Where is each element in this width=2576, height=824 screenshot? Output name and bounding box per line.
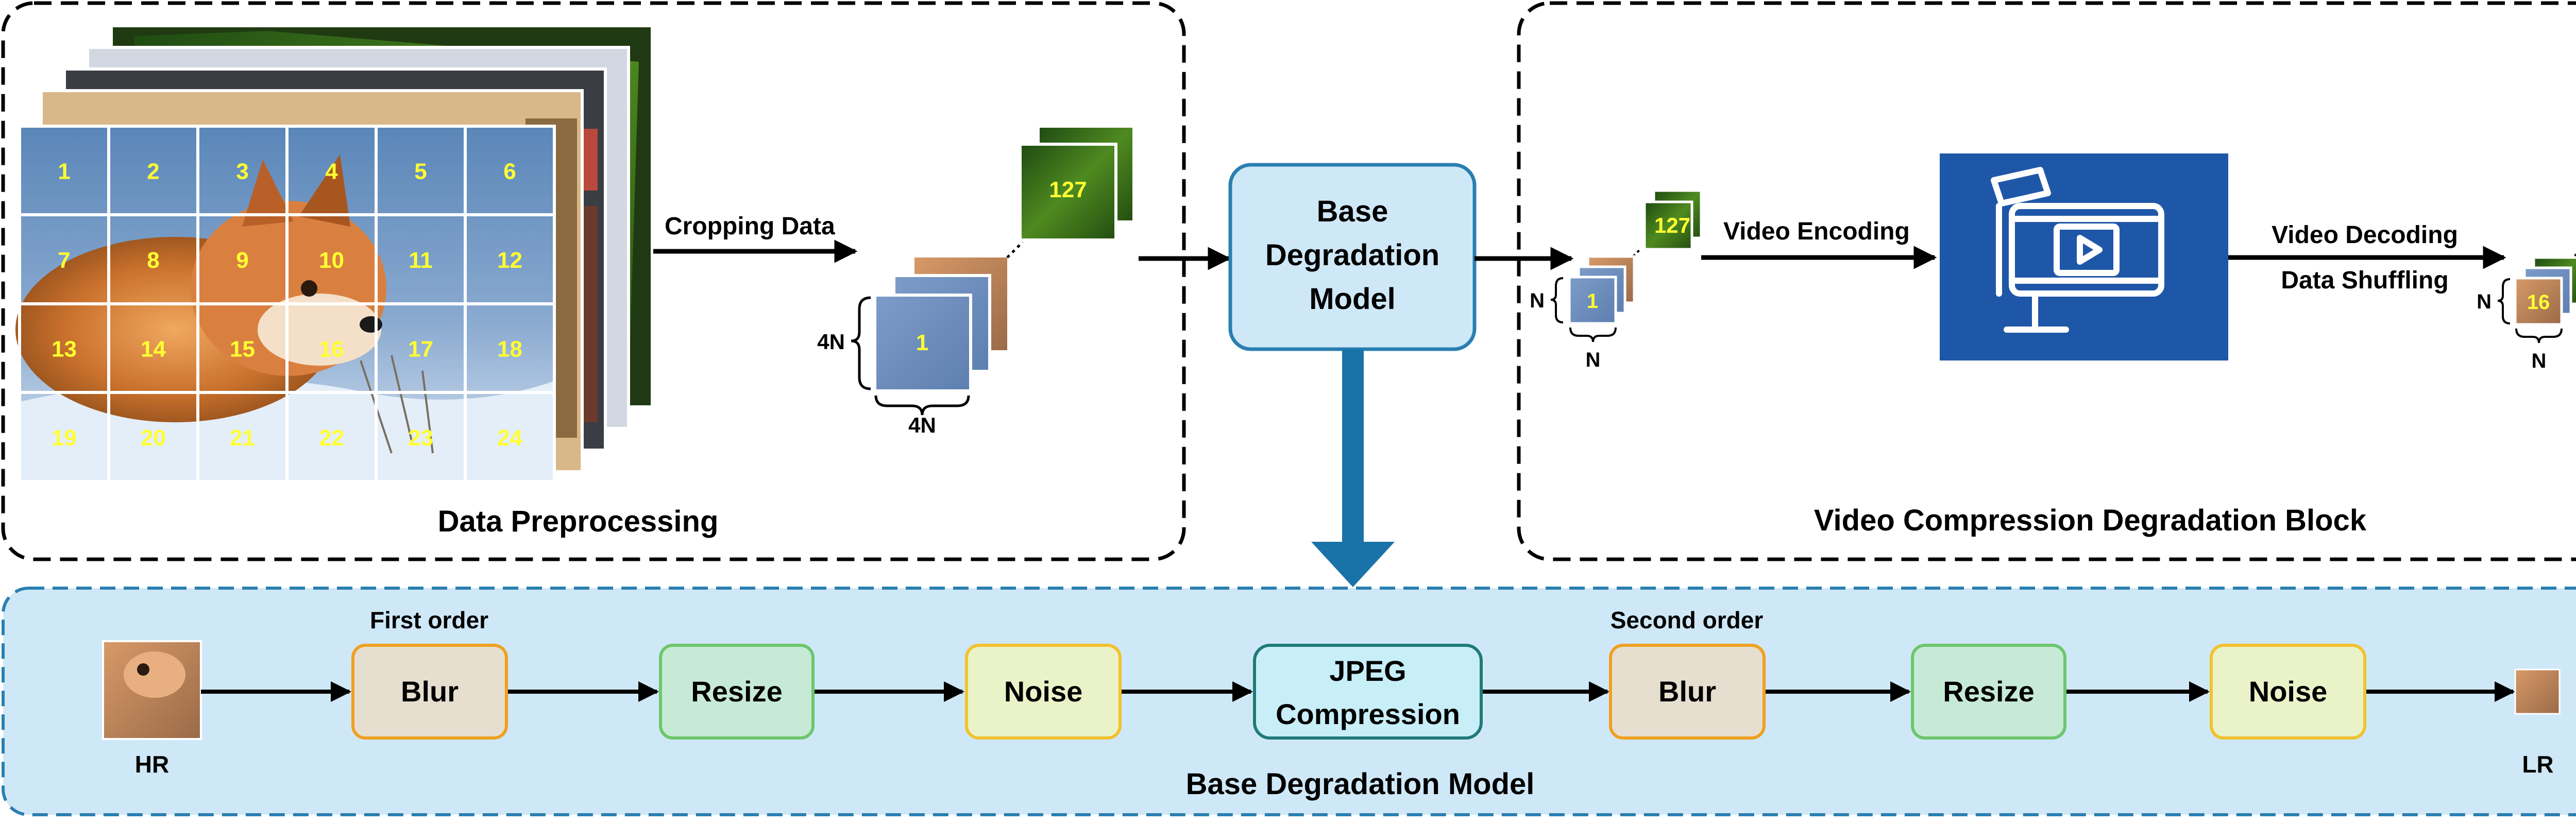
dim-4n-height: 4N	[817, 330, 845, 354]
video-block-title: Video Compression Degradation Block	[1814, 504, 2367, 537]
grid-cell-number: 15	[230, 336, 255, 362]
cropping-data-label: Cropping Data	[665, 213, 835, 240]
step-jpeg-compression: JPEG Compression	[1253, 644, 1483, 740]
video-in-dim-h: N	[1530, 289, 1545, 312]
video-out-dim-h: N	[2477, 290, 2492, 313]
grid-cell-number: 3	[236, 159, 248, 184]
step-blur-first-label: Blur	[401, 675, 459, 708]
grid-cell-number: 12	[497, 248, 522, 273]
step-blur-second-label: Blur	[1658, 675, 1716, 708]
step-jpeg-line-1: JPEG	[1329, 655, 1406, 687]
big-down-arrow	[1311, 349, 1395, 587]
grid-cell-number: 11	[409, 248, 433, 273]
step-blur-first: Blur	[351, 644, 508, 740]
grid-cell-number: 9	[236, 248, 248, 273]
video-in-patch-first: 1	[1587, 290, 1598, 313]
second-order-label: Second order	[1611, 607, 1764, 633]
grid-cell-number: 13	[52, 336, 77, 362]
base-degradation-pipeline: HR First order Second order Blur Resize	[2, 587, 2576, 816]
step-resize-second-label: Resize	[1943, 675, 2034, 708]
grid-cell-number: 21	[230, 425, 255, 451]
patch-number-last: 127	[1049, 177, 1087, 202]
video-out-dim-w: N	[2532, 350, 2547, 372]
grid-cell-number: 22	[319, 425, 344, 451]
grid-cell-number: 6	[503, 159, 516, 184]
base-box-line-1: Base	[1317, 195, 1388, 228]
video-out-patch-front: 16	[2527, 291, 2550, 314]
grid-cell-number: 10	[319, 248, 344, 273]
first-order-label: First order	[370, 607, 488, 633]
grid-cell-number: 8	[147, 248, 159, 273]
grid-cell-number: 7	[58, 248, 70, 273]
video-codec-box	[1940, 153, 2228, 360]
step-resize-first: Resize	[659, 644, 815, 740]
step-jpeg-line-2: Compression	[1276, 698, 1460, 730]
grid-cell-number: 5	[414, 159, 427, 184]
step-noise-first-label: Noise	[1004, 675, 1083, 708]
base-box-line-2: Degradation	[1265, 238, 1439, 272]
video-in-dim-w: N	[1586, 349, 1601, 371]
grid-cell-number: 24	[497, 425, 522, 451]
base-degradation-model-box: Base Degradation Model	[1228, 163, 1477, 351]
patch-number-first: 1	[916, 330, 928, 355]
grid-cell-number: 2	[147, 159, 159, 184]
data-preprocessing-title: Data Preprocessing	[438, 505, 719, 538]
base-box-line-3: Model	[1309, 282, 1396, 316]
base-degradation-pipeline-title: Base Degradation Model	[1186, 767, 1535, 801]
video-decoding-label: Video Decoding	[2272, 221, 2458, 249]
dim-4n-width: 4N	[908, 413, 936, 437]
lr-image	[2514, 668, 2561, 715]
hr-label: HR	[135, 751, 169, 778]
fox-frame	[15, 125, 556, 483]
video-editing-icon	[1991, 167, 2164, 333]
grid-cell-number: 19	[52, 425, 77, 451]
grid-cell-number: 14	[141, 336, 166, 362]
grid-cell-number: 20	[141, 425, 166, 451]
step-resize-first-label: Resize	[691, 675, 782, 708]
video-compression-panel: 127 1 N N Video Encoding	[1517, 1, 2576, 561]
grid-cell-number: 17	[408, 336, 433, 362]
grid-cell-number: 4	[325, 159, 338, 184]
step-blur-second: Blur	[1609, 644, 1766, 740]
video-encoding-label: Video Encoding	[1723, 218, 1910, 245]
patch-stack-4n: 1 127 4N 4N	[817, 125, 1136, 437]
grid-cell-number: 23	[408, 425, 433, 451]
video-in-patch-last: 127	[1654, 213, 1690, 237]
grid-cell-number: 18	[497, 336, 522, 362]
lr-label: LR	[2522, 751, 2553, 778]
step-noise-second: Noise	[2210, 644, 2366, 740]
data-shuffling-label: Data Shuffling	[2281, 267, 2448, 294]
step-noise-first: Noise	[965, 644, 1122, 740]
grid-cell-number: 16	[319, 336, 344, 362]
step-resize-second: Resize	[1911, 644, 2066, 740]
step-noise-second-label: Noise	[2249, 675, 2328, 708]
grid-cell-number: 1	[58, 159, 70, 184]
